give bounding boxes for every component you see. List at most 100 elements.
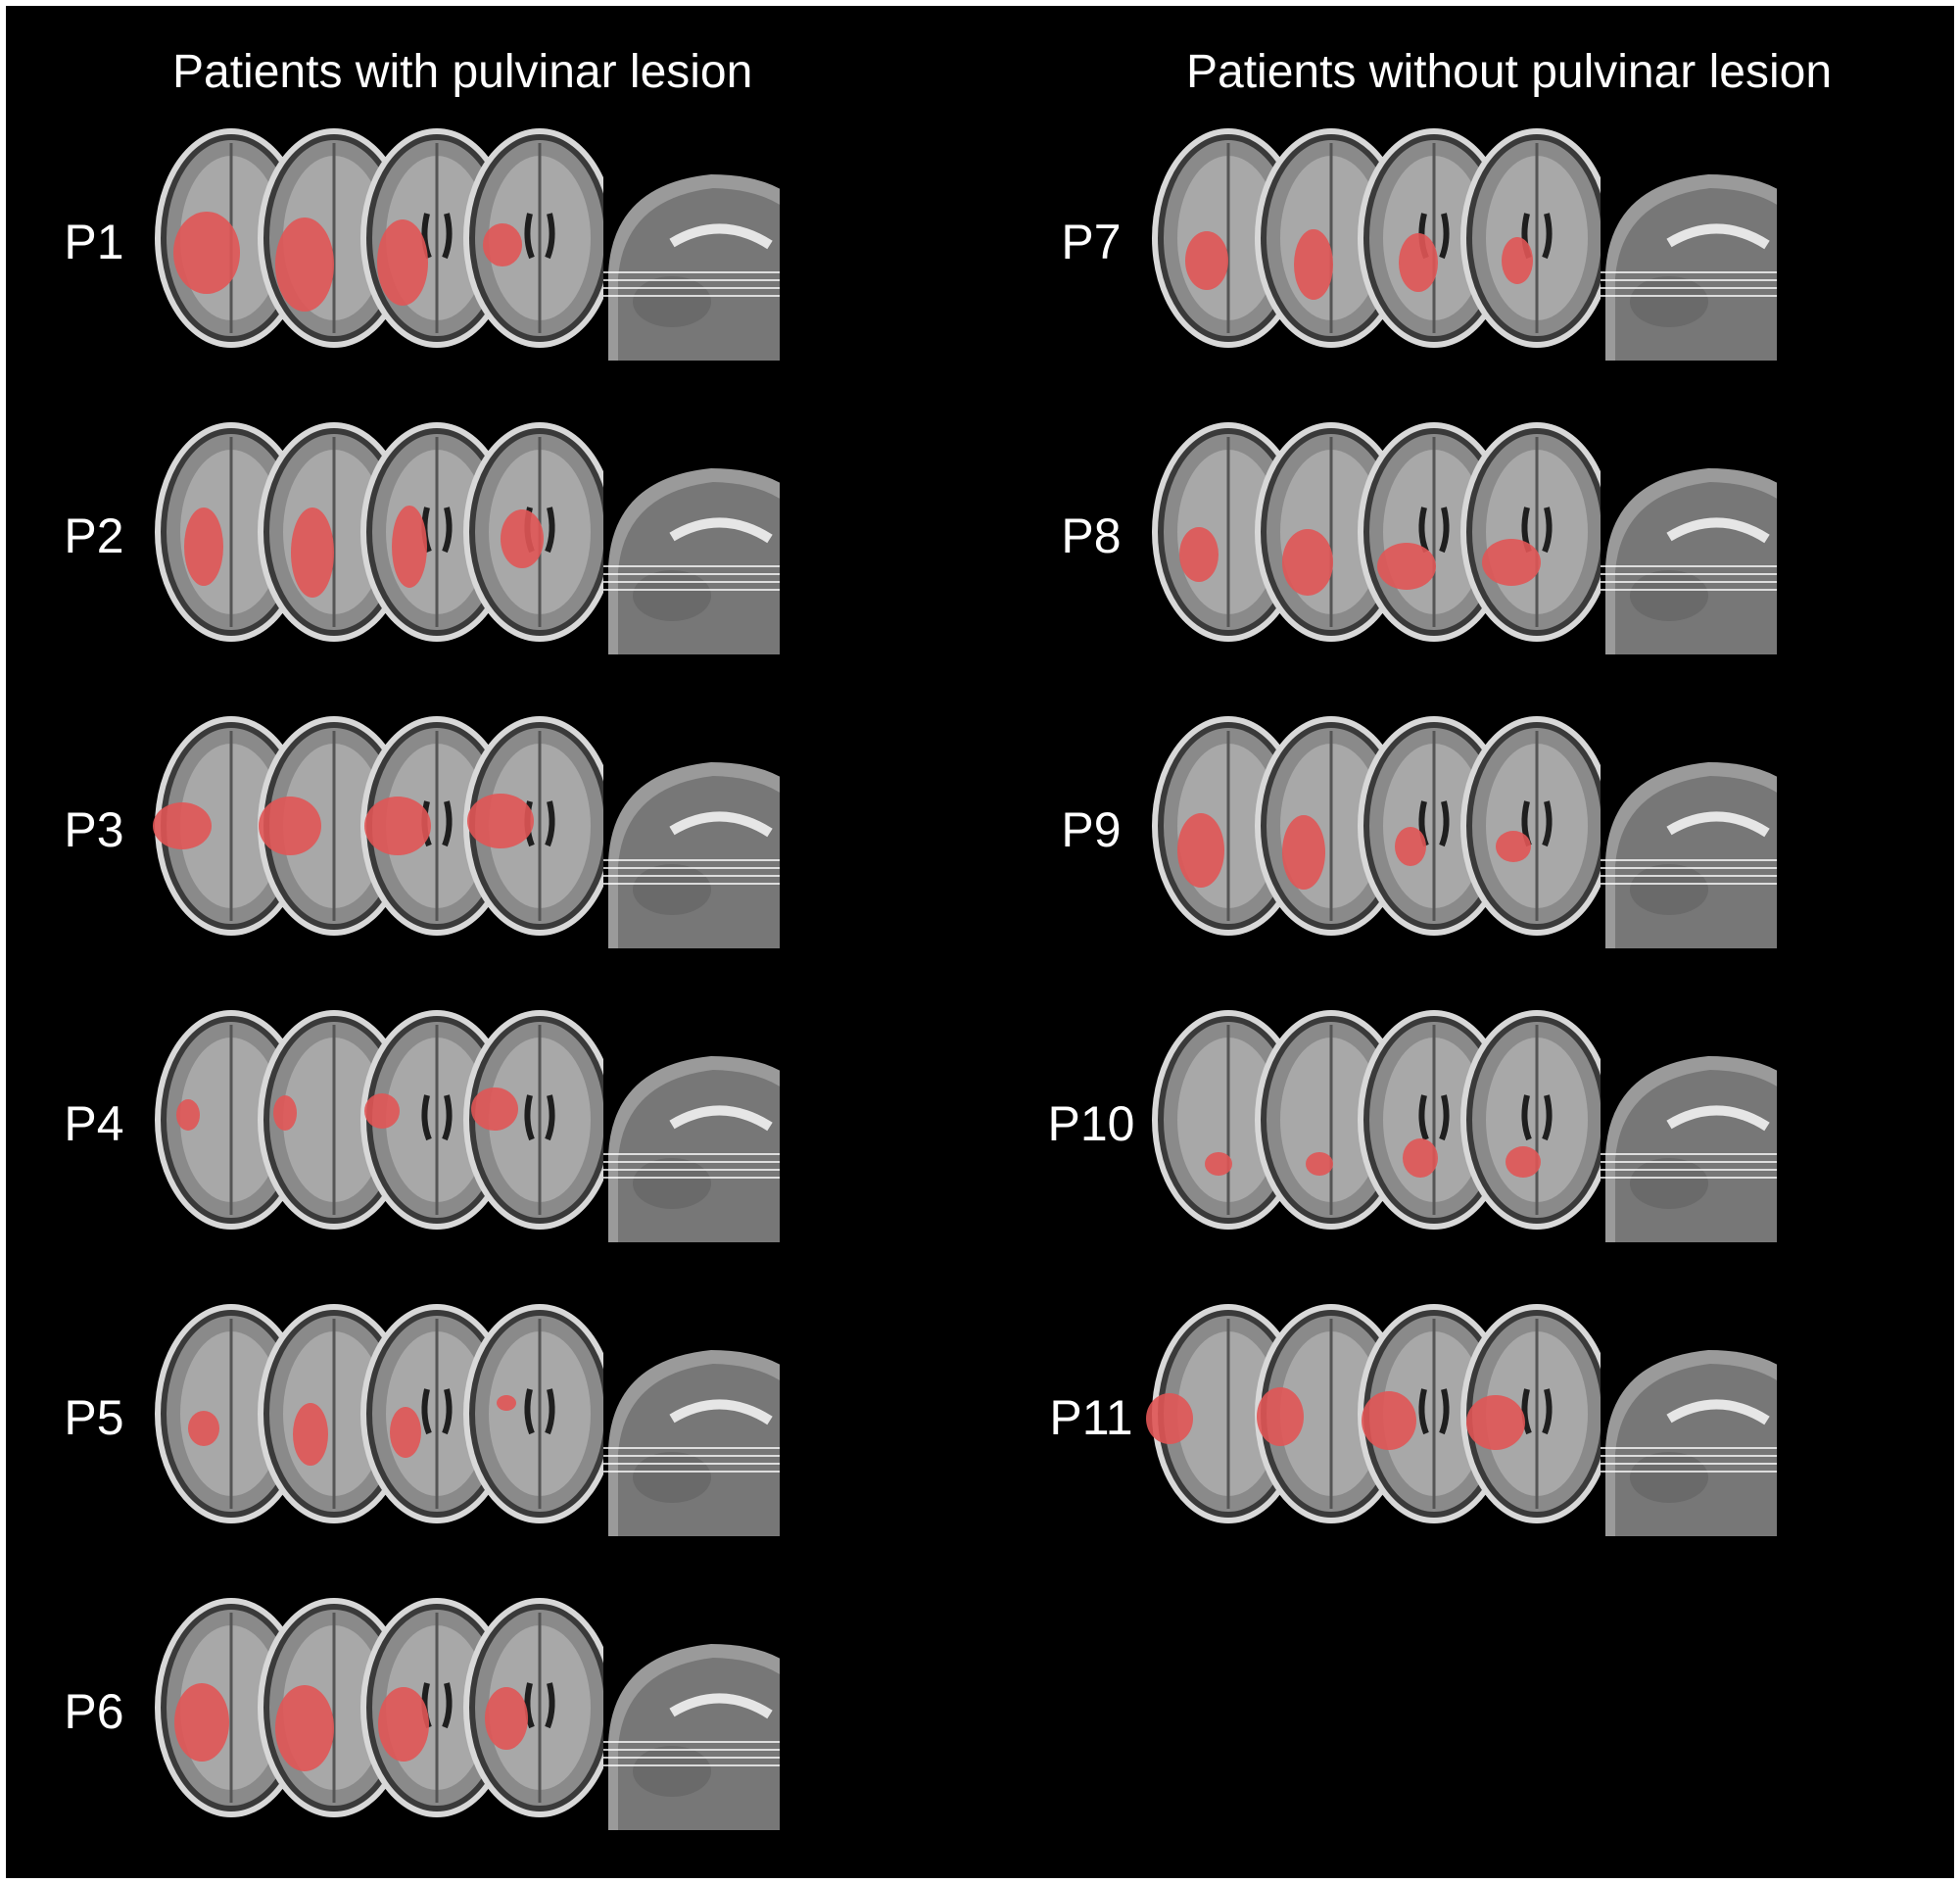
sagittal-slice [1601, 743, 1777, 948]
lesion-overlay [275, 217, 334, 312]
sagittal-slice [603, 449, 780, 654]
axial-slice [463, 128, 616, 348]
lesion-overlay [1502, 237, 1533, 284]
lesion-overlay [1377, 543, 1436, 590]
column-title-with-pulvinar-lesion: Patients with pulvinar lesion [172, 46, 753, 98]
figure-panel: Patients with pulvinar lesion Patients w… [6, 6, 1954, 1878]
patient-label: P1 [64, 215, 124, 269]
lesion-overlay [1185, 231, 1228, 290]
lesion-overlay [364, 797, 431, 855]
patient-row-p7: P7 [1032, 116, 1777, 361]
mri-slices [1146, 1304, 1777, 1536]
axial-slice [463, 422, 616, 642]
patient-row-p2: P2 [35, 410, 780, 654]
sagittal-slice [603, 1624, 780, 1830]
sagittal-slice [1601, 449, 1777, 654]
lesion-overlay [1294, 229, 1333, 300]
patient-row-p6: P6 [35, 1585, 780, 1830]
lesion-overlay [392, 506, 427, 588]
lesion-overlay [275, 1685, 334, 1771]
axial-slice [1460, 1304, 1613, 1523]
lesion-overlay [1506, 1146, 1541, 1178]
axial-slice [463, 1304, 616, 1523]
lesion-overlay [378, 1687, 429, 1762]
patient-label: P7 [1061, 215, 1122, 269]
lesion-overlay [1146, 1393, 1193, 1444]
sagittal-slice [1601, 1330, 1777, 1536]
patient-row-p8: P8 [1032, 410, 1777, 654]
lesion-overlay [497, 1395, 516, 1411]
patient-row-p4: P4 [35, 997, 780, 1242]
axial-slice [360, 1598, 513, 1817]
patient-row-p3: P3 [35, 703, 780, 948]
patient-label: P5 [64, 1390, 124, 1445]
axial-slice [1255, 716, 1408, 936]
lesion-overlay [1399, 233, 1438, 292]
axial-slice [1146, 1304, 1305, 1523]
patient-row-p10: P10 [1032, 997, 1777, 1242]
lesion-overlay [1306, 1152, 1333, 1176]
lesion-overlay [1205, 1152, 1232, 1176]
lesion-overlay [467, 794, 534, 848]
mri-slices [1152, 716, 1777, 948]
sagittal-slice [603, 743, 780, 948]
lesion-overlay [1362, 1391, 1416, 1450]
lesion-overlay [153, 802, 212, 849]
mri-slices [155, 1598, 780, 1830]
lesion-overlay [1282, 529, 1333, 596]
lesion-overlay [485, 1687, 528, 1750]
sagittal-slice [1601, 155, 1777, 361]
patient-label: P9 [1061, 802, 1122, 857]
lesion-overlay [501, 509, 544, 568]
lesion-overlay [293, 1403, 328, 1466]
mri-slices [1152, 422, 1777, 654]
mri-slices [155, 128, 780, 361]
axial-slice [1460, 716, 1613, 936]
axial-slice [1358, 422, 1510, 642]
axial-slice [1460, 1010, 1613, 1230]
axial-slice [360, 1010, 513, 1230]
sagittal-slice [603, 1037, 780, 1242]
lesion-overlay [1282, 815, 1325, 890]
lesion-overlay [188, 1411, 219, 1446]
mri-slices [155, 422, 780, 654]
lesion-overlay [259, 797, 321, 855]
lesion-overlay [273, 1095, 297, 1131]
axial-slice [463, 1598, 616, 1817]
lesion-overlay [174, 1683, 229, 1762]
mri-slices [1152, 1010, 1777, 1242]
lesion-overlay [1466, 1395, 1525, 1450]
sagittal-slice [603, 1330, 780, 1536]
mri-slices [155, 1304, 780, 1536]
patient-label: P2 [64, 508, 124, 563]
lesion-overlay [471, 1087, 518, 1131]
lesion-overlay [1395, 827, 1426, 866]
axial-slice [463, 1010, 616, 1230]
patient-row-p5: P5 [35, 1291, 780, 1536]
lesion-overlay [377, 219, 428, 306]
patient-label: P11 [1049, 1390, 1133, 1445]
lesion-overlay [483, 223, 522, 266]
lesion-overlay [1496, 831, 1531, 862]
lesion-overlay [1257, 1387, 1304, 1446]
axial-slice [153, 716, 308, 936]
axial-slice [463, 716, 616, 936]
patient-label: P8 [1061, 508, 1122, 563]
lesion-overlay [176, 1099, 200, 1131]
patient-label: P3 [64, 802, 124, 857]
patient-label: P10 [1047, 1096, 1135, 1151]
column-title-without-pulvinar-lesion: Patients without pulvinar lesion [1186, 46, 1833, 98]
lesion-overlay [291, 507, 334, 598]
sagittal-slice [1601, 1037, 1777, 1242]
mri-slices [155, 1010, 780, 1242]
lesion-overlay [1403, 1138, 1438, 1178]
patient-label: P6 [64, 1684, 124, 1739]
lesion-overlay [1482, 539, 1541, 586]
patient-row-p11: P11 [1032, 1291, 1777, 1536]
sagittal-slice [603, 155, 780, 361]
lesion-overlay [390, 1407, 421, 1458]
patient-label: P4 [64, 1096, 124, 1151]
patient-row-p1: P1 [35, 116, 780, 361]
patient-row-p9: P9 [1032, 703, 1777, 948]
axial-slice [1152, 716, 1305, 936]
